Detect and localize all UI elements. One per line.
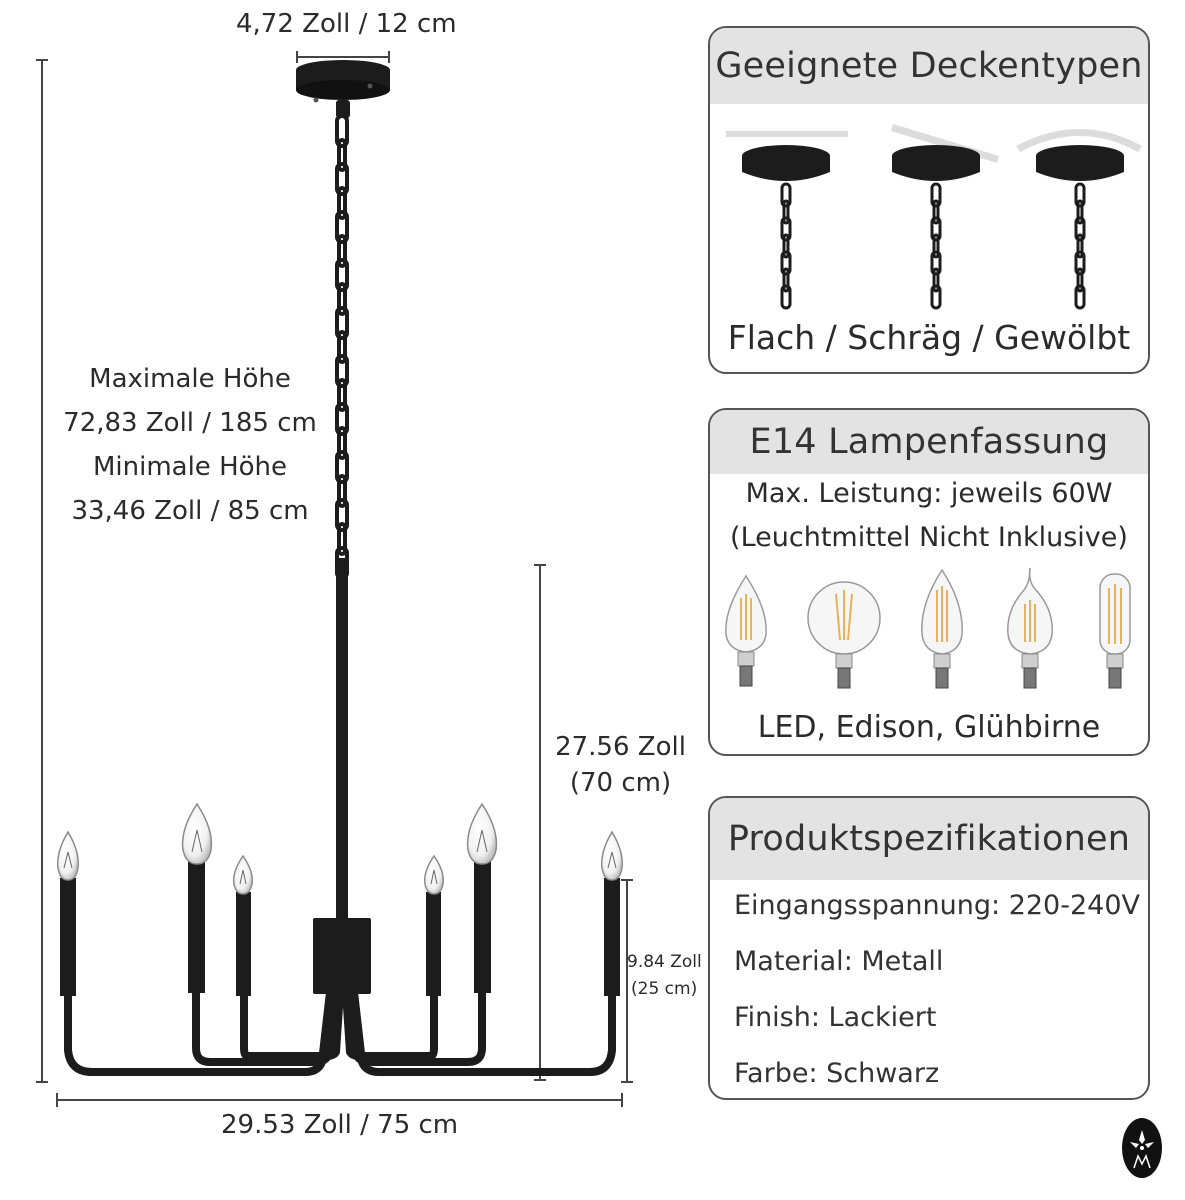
- chain-link: [337, 426, 347, 460]
- canopy: [296, 60, 390, 118]
- mini-chain-link: [930, 284, 942, 310]
- mini-chain-link: [1076, 199, 1084, 225]
- chain-link: [335, 402, 349, 436]
- ceiling-types-panel: Geeignete Deckentypen Flach / Schräg / G…: [708, 26, 1150, 374]
- mini-chain-link: [780, 182, 792, 208]
- chain-link: [335, 354, 349, 388]
- chain-link: [337, 378, 347, 412]
- candle-bulbs: [56, 802, 624, 895]
- mini-chain-link: [932, 199, 940, 225]
- chain-link: [337, 138, 347, 172]
- socket-panel: E14 Lampenfassung Max. Leistung: jeweils…: [708, 408, 1150, 756]
- chain-link: [335, 306, 349, 340]
- center-body: [313, 918, 371, 994]
- mini-chain-link: [930, 216, 942, 242]
- chain-link: [335, 498, 349, 532]
- mini-chain-link: [1076, 267, 1084, 293]
- socket-caption: LED, Edison, Glühbirne: [757, 710, 1101, 745]
- chain-link: [335, 162, 349, 196]
- mini-chain-link: [782, 233, 790, 259]
- chain-link: [337, 474, 347, 508]
- total-width-label: 29.53 Zoll / 75 cm: [221, 1110, 459, 1140]
- spec-finish: Finish: Lackiert: [734, 1002, 937, 1033]
- mini-chain-link: [932, 267, 940, 293]
- max-height-label: Maximale Höhe: [89, 364, 291, 394]
- chain: [335, 114, 349, 580]
- ceiling-type-illustrations: [726, 124, 1142, 310]
- chain-link: [337, 282, 347, 316]
- chain-link: [337, 186, 347, 220]
- mini-chain-link: [930, 250, 942, 276]
- mini-chain-link: [780, 284, 792, 310]
- mini-chain-link: [1074, 216, 1086, 242]
- brand-logo-icon: [1122, 1118, 1162, 1178]
- specifications-title: Produktspezifikationen: [710, 798, 1148, 880]
- chain-link: [335, 258, 349, 292]
- mini-chain-link: [782, 199, 790, 225]
- socket-power-line: Max. Leistung: jeweils 60W: [745, 478, 1113, 509]
- chain-link: [337, 330, 347, 364]
- chain-link: [337, 522, 347, 556]
- chain-link: [335, 210, 349, 244]
- mini-chain-link: [782, 267, 790, 293]
- rod: [336, 558, 348, 918]
- bulb-types: [725, 567, 1131, 689]
- min-height-value: 33,46 Zoll / 85 cm: [71, 496, 309, 526]
- spec-color: Farbe: Schwarz: [734, 1058, 940, 1089]
- canopy-width-label: 4,72 Zoll / 12 cm: [236, 9, 457, 39]
- mini-chain-link: [930, 182, 942, 208]
- mini-chain-link: [1074, 284, 1086, 310]
- mini-chain-link: [932, 233, 940, 259]
- socket-title: E14 Lampenfassung: [710, 410, 1148, 474]
- candle-sleeves: [60, 858, 620, 996]
- min-height-label: Minimale Höhe: [92, 452, 288, 482]
- mini-chain-link: [780, 216, 792, 242]
- socket-note-line: (Leuchtmittel Nicht Inklusive): [730, 522, 1128, 553]
- chain-link: [337, 234, 347, 268]
- arms: [64, 986, 616, 1076]
- max-height-value: 72,83 Zoll / 185 cm: [63, 408, 317, 438]
- arm-height-line2: (25 cm): [631, 979, 698, 999]
- spec-material: Material: Metall: [734, 946, 944, 977]
- rod-height-line1: 27.56 Zoll: [555, 732, 686, 762]
- rod-height-line2: (70 cm): [569, 768, 672, 798]
- spec-voltage: Eingangsspannung: 220-240V: [734, 890, 1140, 921]
- arm-height-line1: 9.84 Zoll: [627, 952, 702, 972]
- chain-link: [335, 450, 349, 484]
- ceiling-types-caption: Flach / Schräg / Gewölbt: [727, 318, 1131, 357]
- specifications-panel: Produktspezifikationen Eingangsspannung:…: [708, 796, 1150, 1100]
- ceiling-types-title: Geeignete Deckentypen: [710, 28, 1148, 104]
- mini-chain-link: [780, 250, 792, 276]
- mini-chain-link: [1074, 250, 1086, 276]
- mini-chain-link: [1076, 233, 1084, 259]
- mini-chain-link: [1074, 182, 1086, 208]
- chain-link: [335, 114, 349, 148]
